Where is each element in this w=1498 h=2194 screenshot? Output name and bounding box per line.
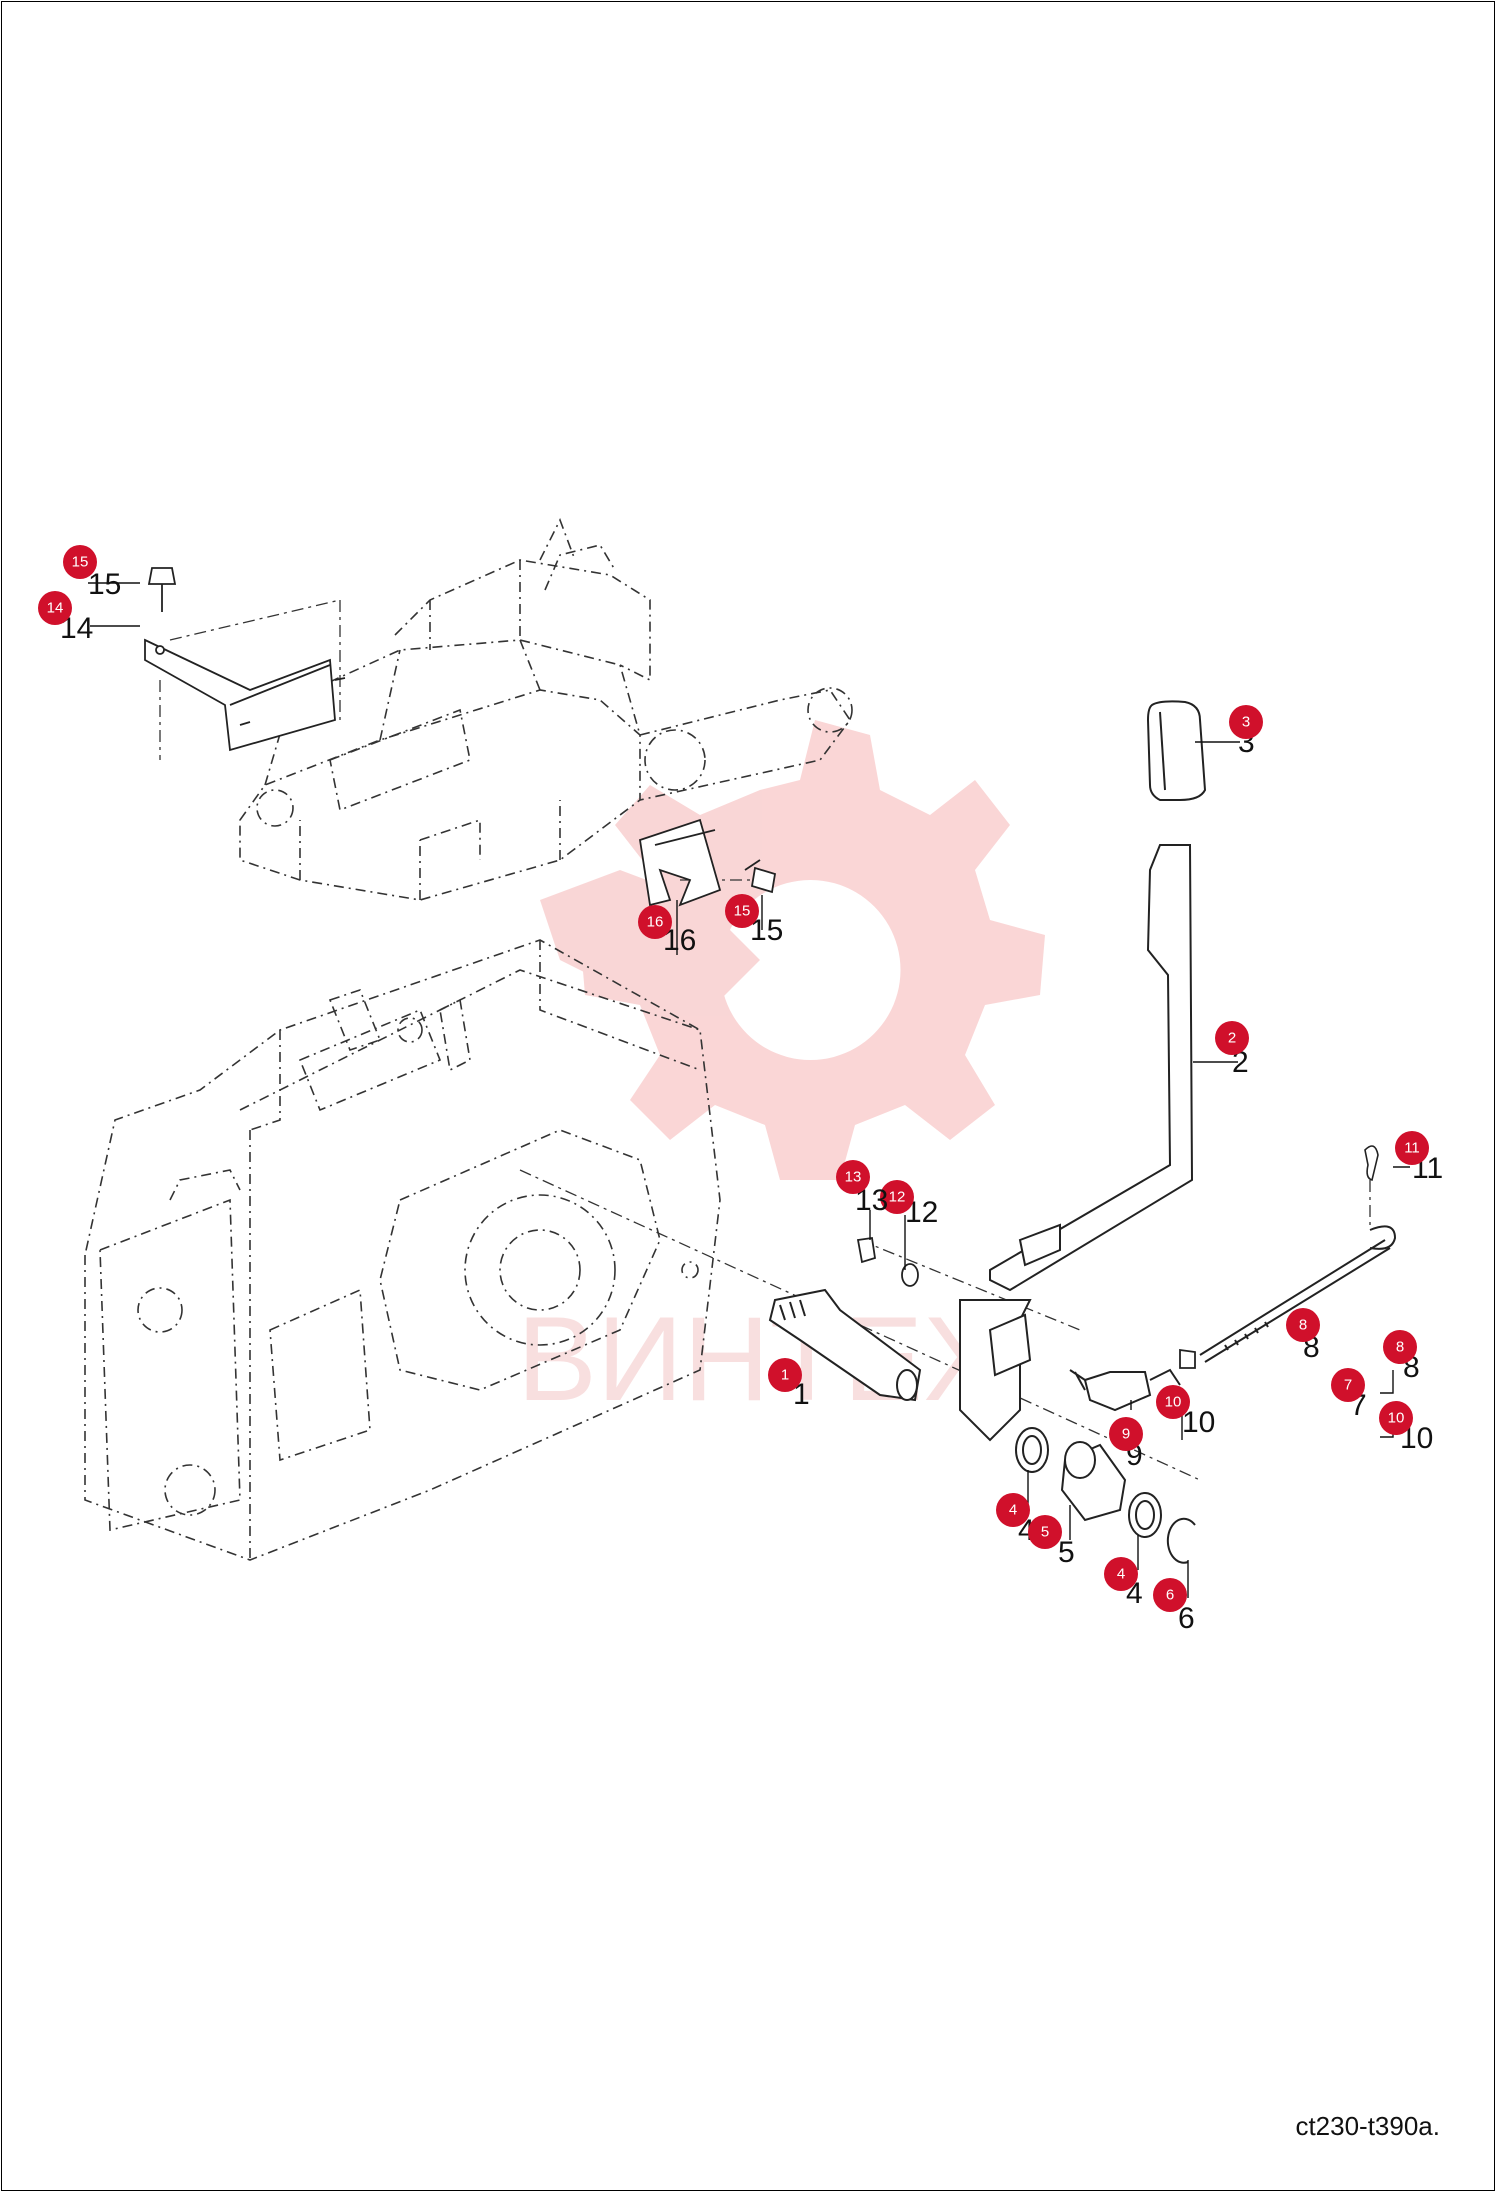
badge-circle	[1109, 1417, 1143, 1451]
badge-circle	[768, 1358, 802, 1392]
badge-label: 7	[1344, 1377, 1352, 1394]
badge-label: 3	[1242, 714, 1250, 731]
badge-label: 16	[647, 914, 664, 931]
badge-circle	[1379, 1401, 1413, 1435]
badge-circle	[1156, 1385, 1190, 1419]
callout-badge-c7[interactable]: 7	[1331, 1368, 1365, 1402]
badge-label: 12	[889, 1189, 906, 1206]
badge-label: 5	[1041, 1524, 1049, 1541]
transmission-housing	[84, 939, 721, 1561]
badge-circle	[836, 1160, 870, 1194]
drawing-id-label: ct230-t390a.	[1295, 2111, 1440, 2141]
badge-circle	[1028, 1515, 1062, 1549]
badge-label: 9	[1122, 1426, 1130, 1443]
badge-label: 10	[1165, 1394, 1182, 1411]
leader-lines	[88, 582, 1410, 1598]
callout-badge-c12[interactable]: 12	[880, 1180, 914, 1214]
callout-badge-c4a[interactable]: 4	[996, 1493, 1030, 1527]
callout-badge-c15b[interactable]: 15	[725, 894, 759, 928]
ref-number-c5: 5	[1058, 1536, 1075, 1569]
part-3-knob	[1146, 700, 1207, 801]
badge-circle	[1215, 1021, 1249, 1055]
callout-badge-c15a[interactable]: 15	[63, 545, 97, 579]
callout-badge-c16[interactable]: 16	[638, 905, 672, 939]
part-14-bracket	[144, 638, 346, 752]
badge-circle	[1331, 1368, 1365, 1402]
badge-circle	[63, 545, 97, 579]
callout-badge-c13[interactable]: 13	[836, 1160, 870, 1194]
part-6-snap-ring	[1166, 1517, 1196, 1564]
part-4-washer-b	[1128, 1492, 1162, 1538]
badge-label: 4	[1117, 1566, 1125, 1583]
ref-number-c15a: 15	[88, 568, 121, 601]
callout-badge-c8b[interactable]: 8	[1383, 1330, 1417, 1364]
ref-number-c10a: 10	[1182, 1406, 1215, 1439]
badge-label: 2	[1228, 1030, 1236, 1047]
badge-label: 13	[845, 1169, 862, 1186]
callout-badge-c11[interactable]: 11	[1395, 1131, 1429, 1165]
callout-badge-c5[interactable]: 5	[1028, 1515, 1062, 1549]
badge-label: 15	[734, 903, 751, 920]
callout-badge-c10a[interactable]: 10	[1156, 1385, 1190, 1419]
badge-circle	[725, 894, 759, 928]
badge-circle	[1229, 705, 1263, 739]
badge-circle	[880, 1180, 914, 1214]
badge-circle	[638, 905, 672, 939]
badge-circle	[1383, 1330, 1417, 1364]
part-15-bolt-upper	[147, 567, 177, 612]
part-8-rod	[1199, 1225, 1397, 1363]
part-2-lever	[959, 844, 1194, 1442]
badge-circle	[1395, 1131, 1429, 1165]
part-11-pin	[1364, 1145, 1379, 1181]
badge-label: 15	[72, 554, 89, 571]
assembly-centerlines	[159, 599, 1371, 1481]
part-4-washer-a	[1015, 1427, 1049, 1473]
part-9-ball-joint	[1069, 1368, 1181, 1412]
callout-badge-c8a[interactable]: 8	[1286, 1308, 1320, 1342]
badge-circle	[38, 591, 72, 625]
badge-label: 6	[1166, 1587, 1174, 1604]
part-5-bushing	[1060, 1441, 1127, 1522]
badge-circle	[996, 1493, 1030, 1527]
badge-circle	[1104, 1557, 1138, 1591]
callout-badge-c4b[interactable]: 4	[1104, 1557, 1138, 1591]
badge-label: 4	[1009, 1502, 1017, 1519]
badge-circle	[1286, 1308, 1320, 1342]
callout-badge-c6[interactable]: 6	[1153, 1578, 1187, 1612]
part-12-13-fasteners	[856, 1236, 919, 1287]
watermark-text: ВИНТЕХ	[517, 1292, 1003, 1426]
callout-badge-c2[interactable]: 2	[1215, 1021, 1249, 1055]
badge-label: 1	[781, 1367, 789, 1384]
part-10-nut	[1179, 1348, 1196, 1369]
badge-circle	[1153, 1578, 1187, 1612]
callout-badge-c14[interactable]: 14	[38, 591, 72, 625]
badge-label: 8	[1396, 1339, 1404, 1356]
callout-badge-c9[interactable]: 9	[1109, 1417, 1143, 1451]
hydraulic-lift-housing	[239, 518, 853, 901]
badge-label: 11	[1404, 1140, 1420, 1157]
part-15-bolt-middle	[744, 859, 777, 894]
badge-label: 14	[47, 600, 64, 617]
badge-label: 10	[1388, 1410, 1405, 1427]
ref-number-c6: 6	[1178, 1602, 1195, 1635]
part-1-shaft	[768, 1288, 922, 1402]
callout-badge-c10b[interactable]: 10	[1379, 1401, 1413, 1435]
callout-badge-c3[interactable]: 3	[1229, 705, 1263, 739]
callout-badge-c1[interactable]: 1	[768, 1358, 802, 1392]
part-16-plate	[638, 818, 722, 907]
badge-label: 8	[1299, 1317, 1307, 1334]
